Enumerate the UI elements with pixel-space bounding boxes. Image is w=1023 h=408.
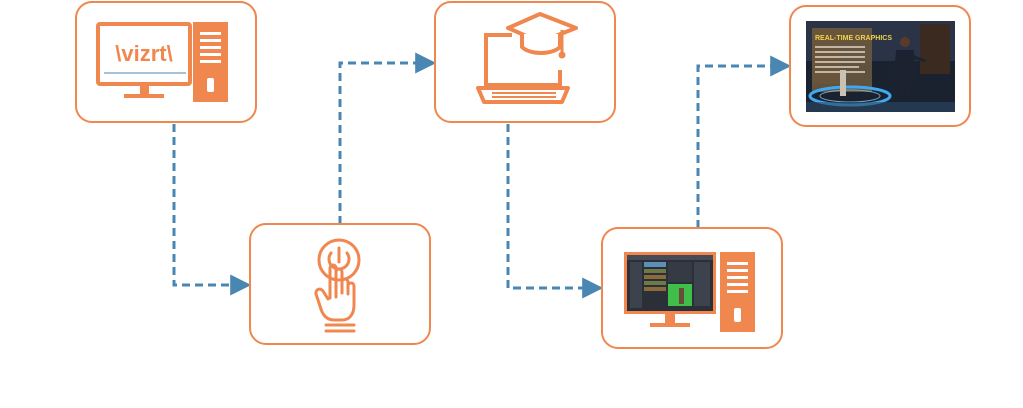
connectors [172, 52, 792, 299]
desktop-computer-icon: \vizrt\ [96, 22, 228, 102]
node-broadcast-output: REAL-TIME GRAPHICS [789, 5, 971, 127]
node-box [249, 223, 431, 345]
screen-headline: REAL-TIME GRAPHICS [815, 35, 892, 42]
power-button-hand-icon [314, 238, 361, 333]
node-power-touch [249, 223, 431, 345]
connector-vizrt-to-power [172, 124, 252, 296]
desktop-computer-software-icon [624, 252, 755, 332]
presenter-figure [894, 37, 926, 100]
node-vizrt-workstation: \vizrt\ [75, 1, 257, 123]
vizrt-logo: \vizrt\ [115, 41, 172, 66]
connector-power-to-training [338, 52, 437, 224]
graduation-laptop-icon [476, 12, 578, 104]
node-training-laptop [434, 1, 616, 123]
connector-studio-to-output [696, 55, 792, 228]
connector-training-to-studio [506, 124, 604, 299]
tv-studio-image-icon: REAL-TIME GRAPHICS [806, 21, 955, 112]
node-virtual-studio-workstation [601, 227, 783, 349]
